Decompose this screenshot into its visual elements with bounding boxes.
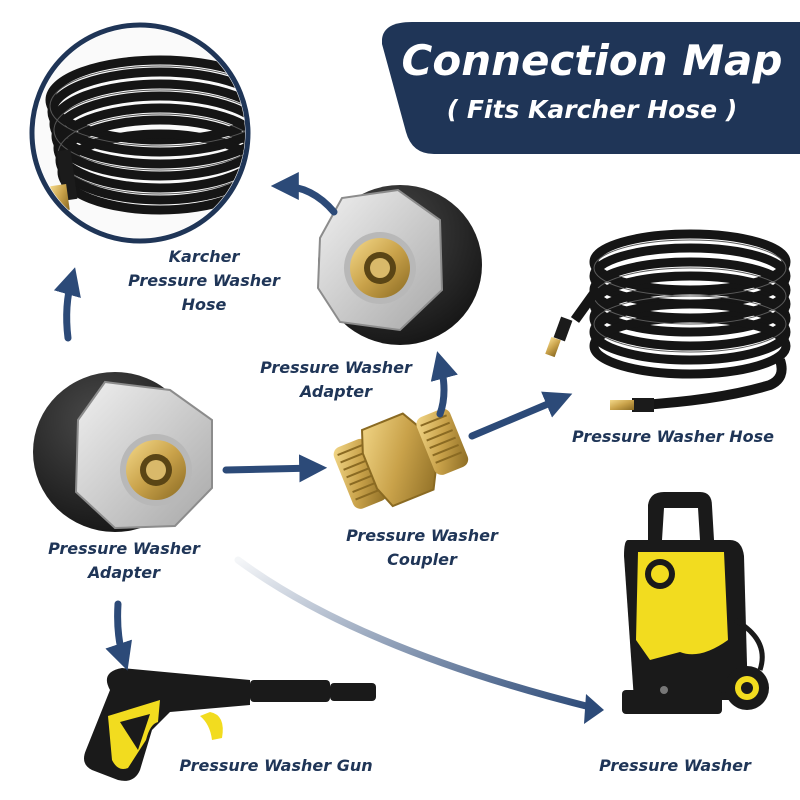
arrow-coupler-to-top-adapter <box>430 351 458 418</box>
washer-label: Pressure Washer <box>590 754 760 778</box>
hose-label-line1: Pressure Washer Hose <box>571 427 775 446</box>
gun-label: Pressure Washer Gun <box>176 754 376 778</box>
pressure-washer-hose-image <box>545 229 791 412</box>
left-adapter-image <box>33 372 213 532</box>
pressure-washer-gun-image <box>84 668 376 781</box>
left-adapter-label: Pressure Washer Adapter <box>44 537 204 585</box>
coupler-label: Pressure Washer Coupler <box>342 524 502 572</box>
arrow-adapter-to-washer-head <box>584 694 604 724</box>
title-banner <box>382 22 800 154</box>
arrow-adapter-to-gun <box>105 600 132 671</box>
karcher-hose-label: Karcher Pressure Washer Hose <box>126 245 282 317</box>
coupler-label-line2: Coupler <box>387 550 457 569</box>
top-adapter-label-line1: Pressure Washer <box>260 358 412 377</box>
gun-label-line1: Pressure Washer Gun <box>179 756 373 775</box>
coupler-label-line1: Pressure Washer <box>346 526 498 545</box>
karcher-hose-label-line1: Karcher <box>168 247 240 266</box>
left-adapter-label-line1: Pressure Washer <box>48 539 200 558</box>
top-adapter-image <box>316 185 482 345</box>
left-adapter-label-line2: Adapter <box>88 563 160 582</box>
arrow-adapter-to-washer <box>234 556 598 712</box>
arrow-left-adapter-up <box>53 267 81 342</box>
karcher-hose-image <box>29 22 251 244</box>
washer-label-line1: Pressure Washer <box>599 756 751 775</box>
top-adapter-label-line2: Adapter <box>300 382 372 401</box>
coupler-image <box>333 408 469 509</box>
arrow-adapter-to-coupler <box>222 454 328 483</box>
arrow-adapter-to-karcher-hose <box>270 172 338 216</box>
top-adapter-label: Pressure Washer Adapter <box>256 356 416 404</box>
hose-label: Pressure Washer Hose <box>568 425 778 449</box>
title: Connection Map <box>401 36 783 85</box>
subtitle: ( Fits Karcher Hose ) <box>446 95 738 124</box>
karcher-hose-label-line3: Hose <box>181 295 227 314</box>
pressure-washer-image <box>622 492 769 714</box>
arrow-coupler-to-hose <box>468 391 573 440</box>
karcher-hose-label-line2: Pressure Washer <box>128 271 280 290</box>
